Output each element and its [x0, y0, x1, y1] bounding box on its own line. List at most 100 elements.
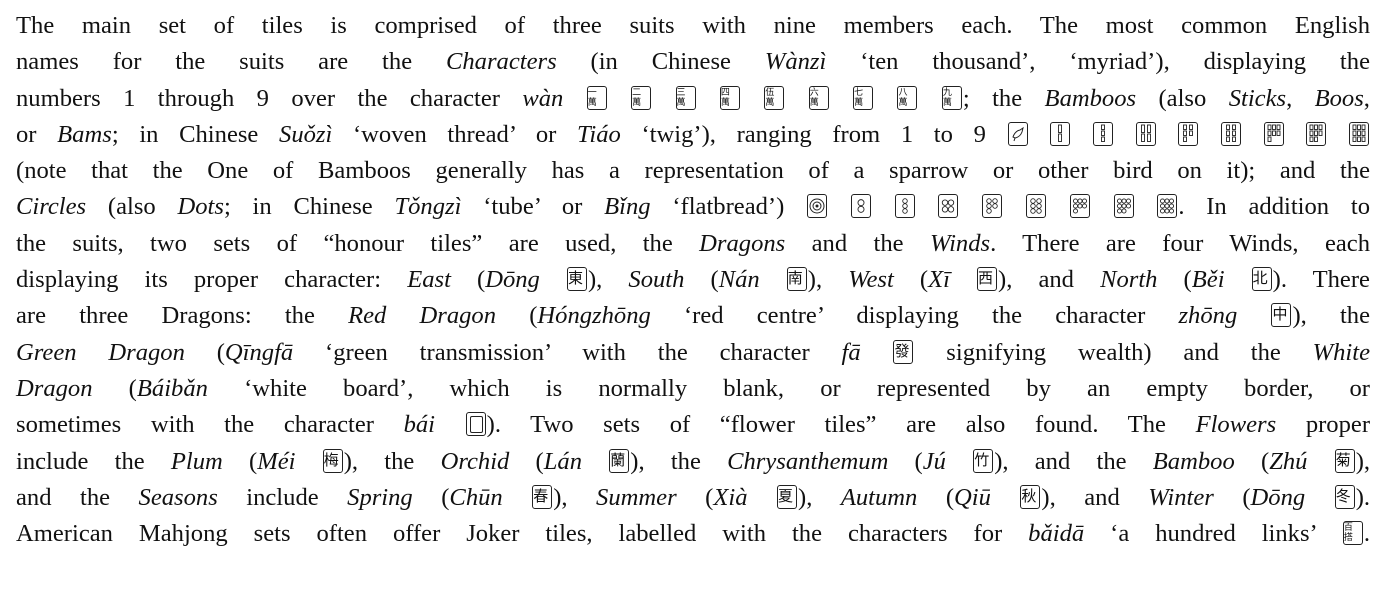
text-run: [946, 448, 972, 475]
bamboo-sticks-icon: [1352, 124, 1366, 142]
text-run: (also: [1136, 84, 1229, 112]
italic-term: Bamboo: [1152, 447, 1235, 475]
circle-tile-7: [1069, 194, 1090, 219]
text-line: names for the suits are the Characters (…: [16, 44, 1370, 80]
text-run: ), and the: [994, 447, 1153, 475]
italic-term: Dōng: [485, 266, 540, 294]
text-run: include the: [16, 447, 171, 475]
character-tile-9: 九萬: [941, 85, 962, 110]
text-run: ,: [1286, 84, 1315, 112]
text-run: .: [1363, 520, 1371, 548]
text-run: ‘tube’ or: [461, 193, 605, 221]
italic-term: Seasons: [138, 483, 218, 511]
text-line: are three Dragons: the Red Dragon (Hóngz…: [16, 298, 1370, 334]
italic-term: Orchid: [440, 447, 510, 475]
text-run: ). There: [1272, 266, 1370, 294]
text-run: (: [184, 338, 225, 366]
italic-term: Qiū: [954, 483, 991, 511]
honour-tile: 竹: [973, 448, 994, 473]
italic-term: Summer: [596, 483, 677, 511]
text-run: [861, 339, 893, 366]
italic-term: Bams: [57, 120, 112, 148]
text-run: ‘white board’, which is normally blank, …: [207, 374, 1370, 402]
text-line: sometimes with the character bái ). Two …: [16, 407, 1370, 443]
italic-term: Plum: [170, 447, 223, 475]
italic-term: Green Dragon: [16, 338, 185, 366]
bamboo-tile-2: [1050, 121, 1071, 146]
honour-tile: 北: [1251, 267, 1272, 292]
character-tile-6: 六萬: [808, 85, 829, 110]
italic-term: Dragons: [699, 229, 786, 257]
italic-term: Boos: [1314, 84, 1364, 112]
text-run: [748, 484, 777, 511]
circle-dots-icon: [986, 198, 998, 215]
italic-term: North: [1100, 266, 1158, 294]
text-run: the suits, two sets of “honour tiles” ar…: [16, 229, 700, 257]
italic-term: Winds: [929, 229, 991, 257]
text-run: ), the: [1292, 302, 1370, 330]
character-tile-4: 四萬: [719, 85, 740, 110]
text-run: American Mahjong sets often offer Joker …: [16, 520, 1029, 548]
text-run: proper: [1276, 411, 1371, 439]
honour-tile: 西: [977, 267, 998, 292]
circle-tile-2: [850, 194, 871, 219]
text-line: include the Plum (Méi 梅), the Orchid (Lá…: [16, 444, 1370, 480]
circle-tile-1: [807, 194, 828, 219]
honour-tile: 梅: [322, 448, 343, 473]
text-run: ),: [798, 483, 841, 511]
text-run: [1305, 484, 1334, 511]
honour-tile: 中: [1271, 303, 1292, 328]
text-run: include: [217, 483, 348, 511]
text-run: and the: [16, 483, 139, 511]
honour-tile: 東: [566, 267, 587, 292]
italic-term: Qīngfā: [224, 338, 294, 366]
honour-tile: 秋: [1020, 484, 1041, 509]
bamboo-sticks-icon: [1100, 124, 1105, 142]
text-run: (: [222, 447, 258, 475]
text-run: (: [92, 374, 137, 402]
text-run: ,: [1363, 84, 1370, 112]
text-run: (note that the One of Bamboos generally …: [16, 157, 1370, 185]
circle-dots-icon: [1072, 198, 1087, 214]
text-run: ; in Chinese: [111, 120, 280, 148]
italic-term: Red Dragon: [348, 302, 497, 330]
circle-tile-6: [1025, 194, 1046, 219]
text-run: names for the suits are the: [16, 48, 446, 76]
bamboo-sticks-icon: [1183, 124, 1194, 142]
bamboo-tile-6: [1220, 121, 1241, 146]
text-run: ‘red centre’ displaying the character: [650, 302, 1179, 330]
bamboo-tile-4: [1135, 121, 1156, 146]
character-tile-7: 七萬: [853, 85, 874, 110]
honour-tile: 百搭: [1342, 521, 1363, 546]
circle-dots-icon: [901, 198, 908, 215]
text-run: . In addition to: [1178, 193, 1370, 221]
bamboo-sticks-icon: [1011, 126, 1024, 142]
italic-term: South: [628, 266, 685, 294]
italic-term: zhōng: [1178, 302, 1238, 330]
text-run: (: [676, 483, 714, 511]
circle-dots-icon: [809, 198, 825, 214]
circle-tile-3: [894, 194, 915, 219]
honour-tile: 菊: [1334, 448, 1355, 473]
text-line: displaying its proper character: East (D…: [16, 262, 1370, 298]
italic-term: Dots: [177, 193, 224, 221]
text-run: [582, 448, 608, 475]
italic-term: Lán: [543, 447, 583, 475]
text-line: American Mahjong sets often offer Joker …: [16, 516, 1370, 552]
italic-term: Chrysanthemum: [727, 447, 889, 475]
italic-term: Tǒngzì: [394, 193, 462, 221]
text-run: (: [893, 266, 929, 294]
text-run: [503, 484, 532, 511]
text-run: ),: [553, 483, 597, 511]
italic-term: Bamboos: [1044, 84, 1137, 112]
italic-term: Spring: [347, 483, 413, 511]
character-tile-2: 二萬: [631, 85, 652, 110]
text-run: (in Chinese: [556, 48, 765, 76]
bamboo-tile-5: [1178, 121, 1199, 146]
italic-term: Circles: [16, 193, 87, 221]
text-run: ‘a hundred links’: [1084, 520, 1342, 548]
circle-tile-4: [938, 194, 959, 219]
text-run: displaying its proper character:: [16, 266, 408, 294]
text-run: ‘ten thousand’, ‘myriad’), displaying th…: [826, 48, 1370, 76]
circle-tile-5: [982, 194, 1003, 219]
